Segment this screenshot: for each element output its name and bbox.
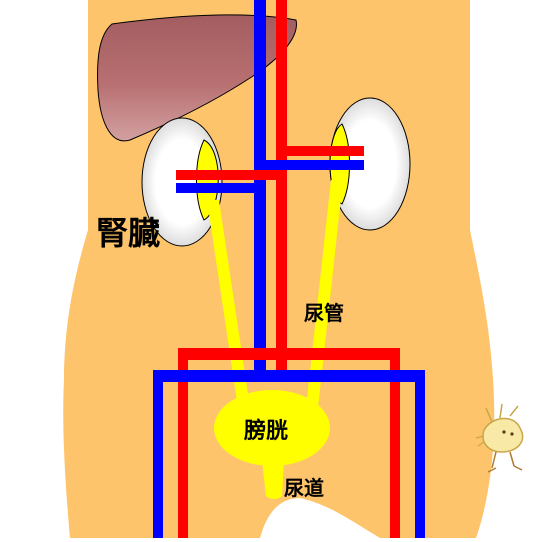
left-common-iliac-vein: [153, 382, 163, 538]
abdominal-aorta: [276, 0, 287, 370]
urethra-label: 尿道: [284, 476, 324, 500]
left-common-iliac-artery: [178, 374, 188, 538]
left-renal-vein: [176, 183, 266, 193]
right-common-iliac-artery: [390, 374, 400, 538]
right-renal-artery: [284, 146, 364, 156]
right-common-iliac-vein: [415, 382, 425, 538]
urethra: [262, 460, 284, 499]
right-renal-vein: [264, 160, 364, 170]
vena-cava-confluence: [153, 370, 425, 390]
chick-mascot-icon: [475, 403, 524, 473]
ureter-label: 尿管: [304, 301, 344, 325]
left-renal-artery: [176, 170, 278, 180]
bladder-label: 膀胱: [244, 419, 289, 444]
liver: [97, 14, 297, 142]
kidney-label: 腎臓: [96, 214, 161, 252]
aortic-bifurcation: [178, 348, 400, 384]
bladder: [214, 390, 330, 466]
